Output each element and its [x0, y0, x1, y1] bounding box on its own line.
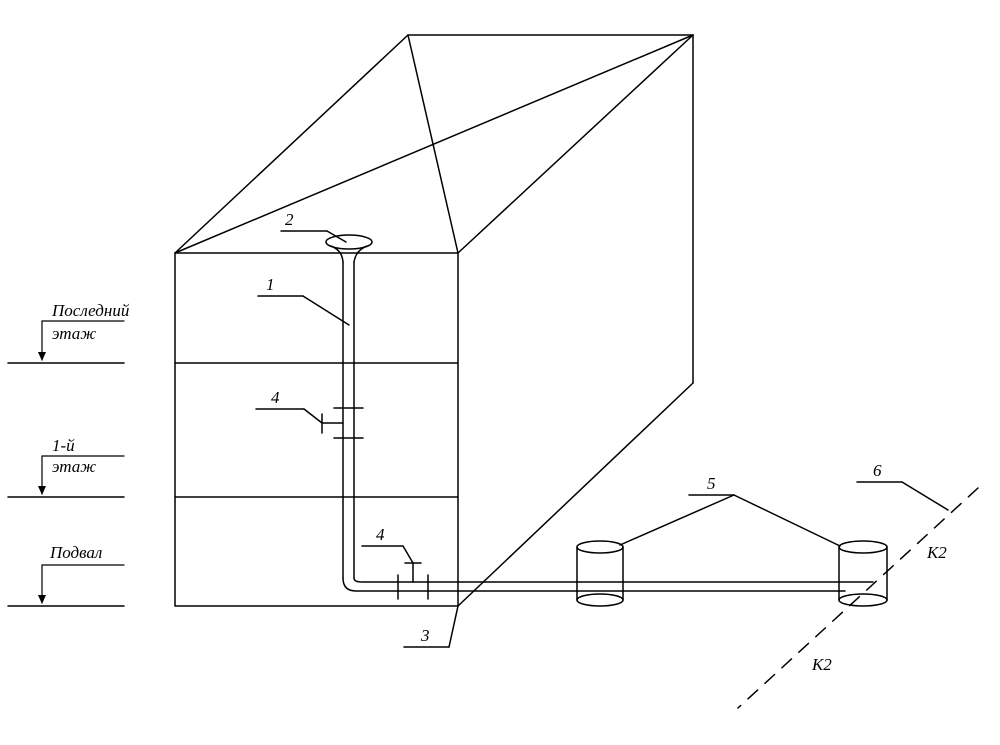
sewer-label-upper: К2 — [926, 543, 947, 562]
callout-4-riser: 4 — [255, 388, 323, 424]
level-first-floor: 1-й этаж — [7, 436, 125, 498]
building-outline — [174, 34, 694, 607]
callout-3-number: 3 — [420, 626, 430, 645]
callout-4-outlet-number: 4 — [376, 525, 385, 544]
well-2 — [838, 540, 888, 607]
level-first-floor-label-2: этаж — [52, 457, 96, 476]
callout-6: 6 — [856, 461, 949, 511]
building-front-face — [174, 252, 459, 607]
level-basement: Подвал — [7, 543, 125, 607]
outlet-cleanout — [397, 562, 429, 600]
callout-1: 1 — [257, 275, 350, 326]
roof-left-edge — [174, 34, 409, 254]
level-first-floor-label-1: 1-й — [52, 436, 75, 455]
level-top-floor-label-2: этаж — [52, 324, 96, 343]
callout-4-outlet: 4 — [361, 525, 414, 564]
roof-diagonal-1 — [174, 34, 694, 254]
callout-1-number: 1 — [266, 275, 275, 294]
street-sewer-line — [737, 487, 979, 709]
side-bottom-edge — [457, 382, 694, 607]
roof-right-edge — [457, 34, 694, 254]
level-basement-label: Подвал — [49, 543, 102, 562]
callout-2-number: 2 — [285, 210, 294, 229]
callout-2: 2 — [280, 210, 347, 243]
riser-pipe — [342, 261, 874, 592]
callout-5-number: 5 — [707, 474, 716, 493]
callout-3: 3 — [403, 605, 459, 648]
roof-funnel — [325, 234, 373, 263]
level-top-floor-label-1: Последний — [51, 301, 130, 320]
callout-6-number: 6 — [873, 461, 882, 480]
callout-4-riser-number: 4 — [271, 388, 280, 407]
well-1 — [576, 540, 624, 607]
roof-diagonal-2 — [407, 34, 459, 254]
sewer-label-lower: К2 — [811, 655, 832, 674]
level-top-floor: Последний этаж — [7, 301, 130, 364]
callout-5: 5 — [619, 474, 841, 547]
